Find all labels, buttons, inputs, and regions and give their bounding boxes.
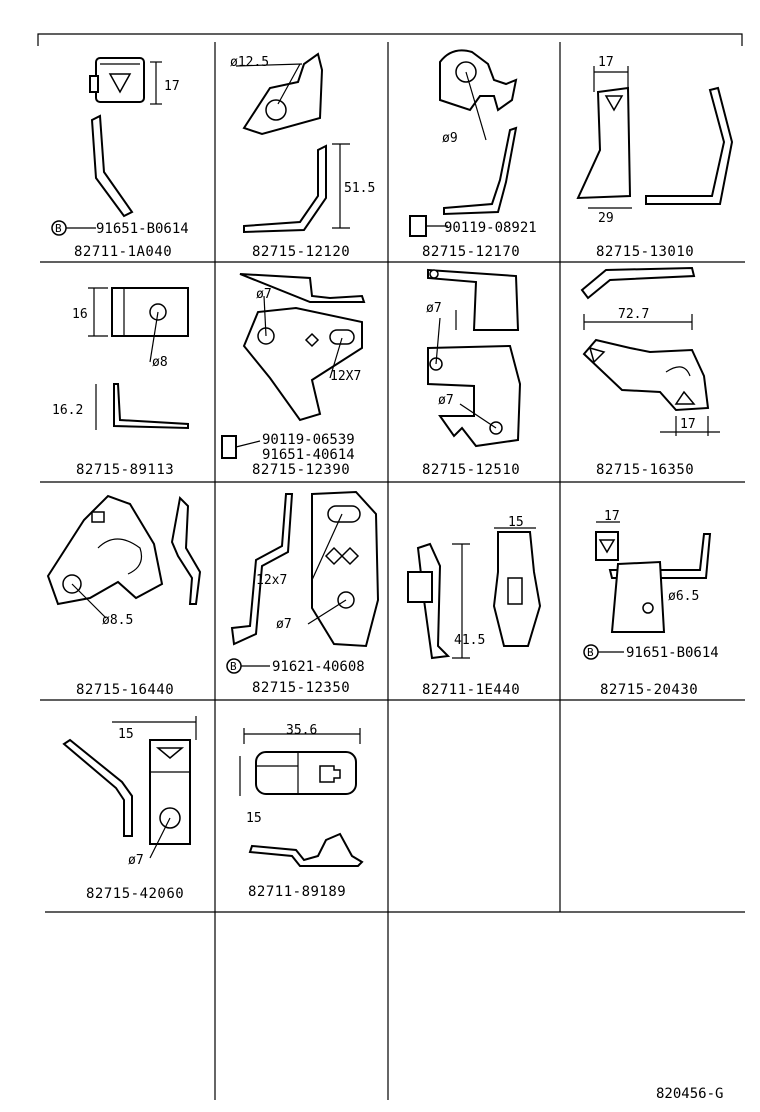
part-82715-42060-drawing	[62, 716, 197, 859]
cell1-bubble-symbol: B	[55, 222, 62, 235]
cell6-callout-2: 91651-40614	[262, 447, 355, 463]
cell1-part-number: 82711-1A040	[74, 244, 172, 260]
cell3-dim-dia: ø9	[442, 131, 458, 146]
cell7-part-number: 82715-12510	[422, 462, 520, 478]
cell12-part-number: 82715-20430	[600, 682, 698, 698]
cell2-dim-51-5: 51.5	[344, 181, 375, 196]
part-82715-20430-drawing	[583, 521, 712, 660]
part-82715-16440-drawing	[46, 494, 202, 619]
cell1-dim-17: 17	[164, 79, 180, 94]
cell4-part-number: 82715-13010	[596, 244, 694, 260]
grid-lines	[37, 33, 745, 1100]
cell7-dim-dia-1: ø7	[426, 301, 442, 316]
cell5-dim-dia: ø8	[152, 355, 168, 370]
cell5-dim-16-2: 16.2	[52, 403, 83, 418]
cell14-dim-15: 15	[246, 811, 262, 826]
cell6-callout-1: 90119-06539	[262, 432, 355, 448]
cell6-dim-dia: ø7	[256, 287, 272, 302]
part-82711-1A040-drawing	[51, 57, 162, 236]
cell3-callout-code: 90119-08921	[444, 220, 537, 236]
cell12-callout-code: 91651-B0614	[626, 645, 719, 661]
cell10-bubble-symbol: B	[230, 660, 237, 673]
part-82711-89189-drawing	[239, 728, 364, 867]
cell8-part-number: 82715-16350	[596, 462, 694, 478]
cell13-dim-15: 15	[118, 727, 134, 742]
cell10-callout-code: 91621-40608	[272, 659, 365, 675]
cell8-dim-72-7: 72.7	[618, 307, 649, 322]
cell2-dim-dia: ø12.5	[230, 55, 269, 70]
cell7-dim-dia-2: ø7	[438, 393, 454, 408]
cell5-part-number: 82715-89113	[76, 462, 174, 478]
cell8-dim-17: 17	[680, 417, 696, 432]
diagram-code: 820456-G	[656, 1086, 723, 1102]
part-82715-12170-drawing	[409, 49, 518, 237]
cell11-dim-41-5: 41.5	[454, 633, 485, 648]
cell10-dim-slot: 12x7	[256, 573, 287, 588]
part-82715-16350-drawing	[580, 266, 720, 436]
part-82711-1E440-drawing	[407, 527, 542, 660]
part-82715-12120-drawing	[235, 52, 350, 234]
cell12-dim-17: 17	[604, 509, 620, 524]
cell12-bubble-symbol: B	[587, 646, 594, 659]
part-82715-12510-drawing	[427, 268, 522, 448]
cell13-dim-dia: ø7	[128, 853, 144, 868]
part-82715-12350-drawing	[226, 490, 380, 674]
cell9-part-number: 82715-16440	[76, 682, 174, 698]
cell2-part-number: 82715-12120	[252, 244, 350, 260]
cell1-callout-code: 91651-B0614	[96, 221, 189, 237]
cell6-dim-slot: 12X7	[330, 369, 361, 384]
cell6-part-number: 82715-12390	[252, 462, 350, 478]
cell3-part-number: 82715-12170	[422, 244, 520, 260]
cell10-part-number: 82715-12350	[252, 680, 350, 696]
cell4-dim-17: 17	[598, 55, 614, 70]
cell11-dim-15: 15	[508, 515, 524, 530]
cell10-dim-dia: ø7	[276, 617, 292, 632]
part-82715-89113-drawing	[88, 287, 189, 430]
cell14-dim-35-6: 35.6	[286, 723, 317, 738]
cell13-part-number: 82715-42060	[86, 886, 184, 902]
part-82715-13010-drawing	[576, 66, 734, 209]
cell14-part-number: 82711-89189	[248, 884, 346, 900]
cell9-dim-dia: ø8.5	[102, 613, 133, 628]
cell11-part-number: 82711-1E440	[422, 682, 520, 698]
part-82715-12390-drawing	[221, 273, 366, 459]
cell12-dim-dia: ø6.5	[668, 589, 699, 604]
cell4-dim-29: 29	[598, 211, 614, 226]
cell5-dim-16: 16	[72, 307, 88, 322]
